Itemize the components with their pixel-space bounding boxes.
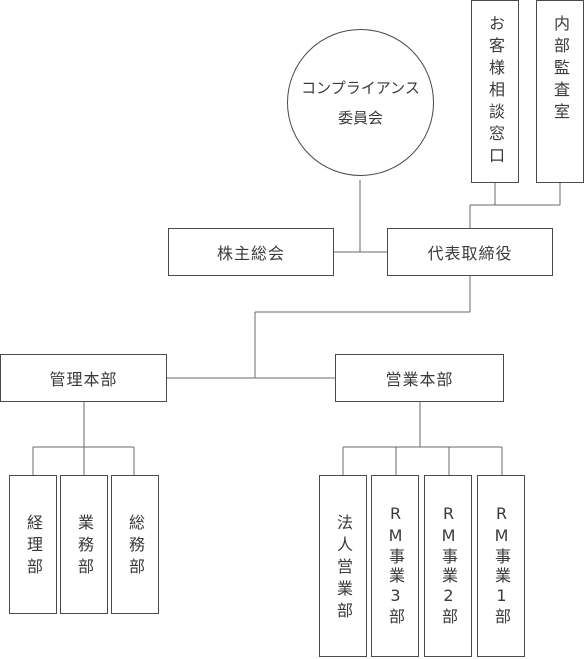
shareholders-meeting-node: 株主総会 [168, 228, 334, 276]
sales-dept-rm3: RM事業3部 [371, 475, 419, 657]
admin-dept-operations: 業務部 [60, 475, 108, 614]
shareholders-meeting-label: 株主総会 [216, 244, 285, 263]
sales-dept-corporate: 法人営業部 [319, 475, 367, 657]
compliance-committee-line2: 委員会 [337, 108, 383, 127]
sales-hq-label: 営業本部 [385, 370, 454, 389]
dept-label: RM事業3部 [386, 504, 405, 627]
sales-dept-rm1: RM事業1部 [477, 475, 525, 657]
dept-label: 業務部 [75, 514, 94, 580]
dept-label: 法人営業部 [334, 514, 353, 624]
admin-hq-label: 管理本部 [49, 370, 118, 389]
internal-audit-node: 内部監査室 [536, 0, 584, 183]
dept-label: 総務部 [126, 514, 145, 580]
sales-dept-rm2: RM事業2部 [424, 475, 472, 657]
sales-hq-node: 営業本部 [335, 354, 504, 402]
dept-label: 経理部 [24, 514, 43, 580]
admin-hq-node: 管理本部 [0, 354, 167, 402]
compliance-committee-line1: コンプライアンス [301, 78, 420, 97]
dept-label: RM事業1部 [492, 504, 511, 627]
ceo-label: 代表取締役 [427, 244, 513, 263]
internal-audit-label: 内部監査室 [551, 15, 570, 125]
dept-label: RM事業2部 [439, 504, 458, 627]
customer-desk-node: お客様相談窓口 [471, 0, 519, 183]
compliance-committee-node: コンプライアンス 委員会 [287, 29, 434, 176]
ceo-node: 代表取締役 [387, 228, 553, 276]
admin-dept-accounting: 経理部 [9, 475, 57, 614]
customer-desk-label: お客様相談窓口 [486, 15, 505, 169]
admin-dept-general-affairs: 総務部 [111, 475, 159, 614]
